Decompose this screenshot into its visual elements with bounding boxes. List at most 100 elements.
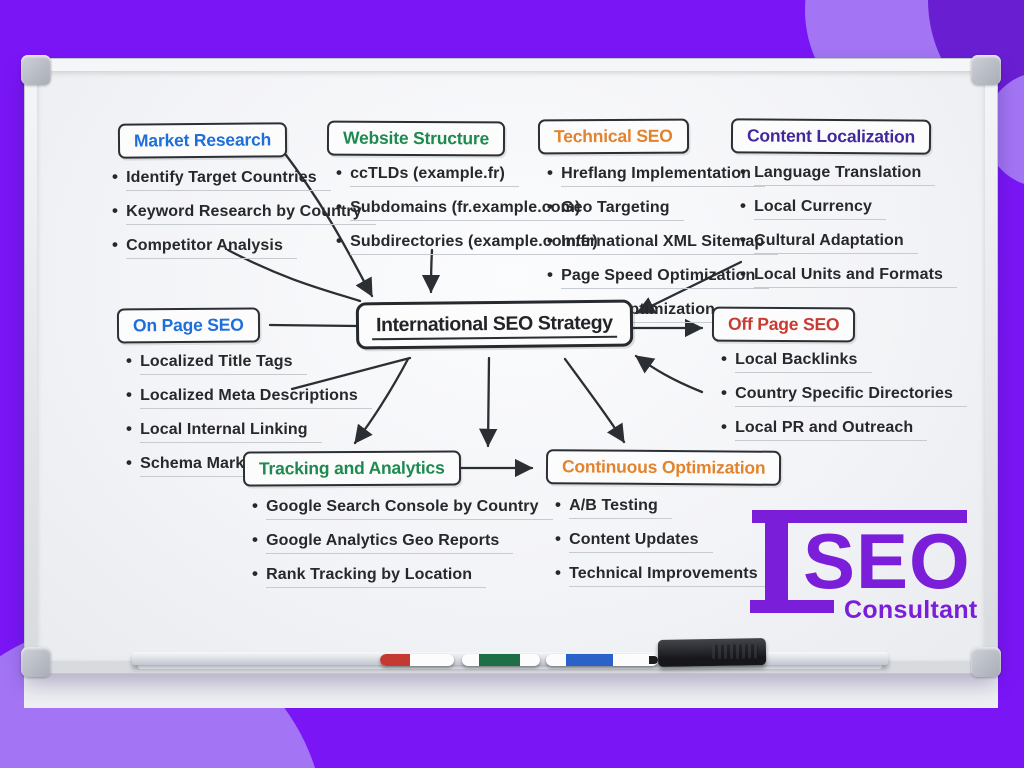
bullet-icon: • <box>721 383 728 402</box>
bullet-icon: • <box>740 162 747 181</box>
list-item: • Content Updates <box>555 530 772 553</box>
bullet-icon: • <box>547 265 554 284</box>
green-marker <box>462 654 540 666</box>
list-off-page-seo: •Local Backlinks•Country Specific Direct… <box>721 350 968 452</box>
list-website-structure: •ccTLDs (example.fr)•Subdomains (fr.exam… <box>336 164 612 266</box>
frame-corner-cap <box>21 55 51 85</box>
bullet-icon: • <box>555 529 562 548</box>
list-item-text: Google Analytics Geo Reports <box>266 532 514 554</box>
list-continuous-optimization: • A/B Testing • Content Updates • Technical I… <box>555 496 772 598</box>
bullet-icon: • <box>336 231 343 250</box>
list-item-text: Subdomains (fr.example.com) <box>350 199 595 221</box>
logo-i-beam-bottom-bar <box>750 600 834 613</box>
bullet-icon: • <box>740 196 747 215</box>
node-technical-seo: Technical SEO <box>537 118 689 155</box>
bullet-icon: • <box>547 163 554 182</box>
list-market-research: • Identify Target Countries •Keyword Resea… <box>112 168 376 270</box>
center-node-title: International SEO Strategy <box>371 311 617 341</box>
list-item-text: Local PR and Outreach <box>735 419 928 441</box>
node-title: Off Page SEO <box>727 313 840 335</box>
list-on-page-seo: •Localized Title Tags•Localized Meta Des… <box>126 352 372 488</box>
list-item-text: Competitor Analysis <box>126 237 297 259</box>
list-tracking-analytics: • Google Search Console by Country • Google… <box>252 497 553 599</box>
list-item: •Keyword Research by Country <box>112 202 376 225</box>
bullet-icon: • <box>547 197 554 216</box>
list-item: •Localized Meta Descriptions <box>126 386 372 409</box>
bullet-icon: • <box>112 201 119 220</box>
bullet-icon: • <box>112 235 119 254</box>
list-item-text: Local Internal Linking <box>140 421 322 443</box>
list-item-text: Schema Markup <box>140 455 279 477</box>
list-item: •Schema Markup <box>126 454 372 477</box>
node-title: Technical SEO <box>553 125 673 147</box>
list-item: •Country Specific Directories <box>721 383 968 407</box>
bullet-icon: • <box>112 167 119 186</box>
blue-marker <box>546 654 658 666</box>
list-item: •Local Units and Formats <box>740 265 958 288</box>
bullet-icon: • <box>740 230 747 249</box>
bullet-icon: • <box>252 496 259 515</box>
list-item: •Page Speed Optimization <box>547 266 778 289</box>
whiteboard-eraser <box>657 638 767 667</box>
list-item-text: Localized Meta Descriptions <box>140 387 372 409</box>
bullet-icon: • <box>336 197 343 216</box>
node-continuous-optimization: Continuous Optimization <box>545 449 782 486</box>
list-item-text: Content Updates <box>569 531 713 553</box>
list-item: • Local Internal Linking <box>126 420 372 443</box>
list-item: • Competitor Analysis <box>112 236 376 259</box>
green-marker-cap <box>479 654 520 666</box>
list-item-text: Rank Tracking by Location <box>266 566 487 588</box>
list-item: • Google Search Console by Country <box>252 497 553 520</box>
red-marker <box>380 654 454 666</box>
list-item-text: Google Search Console by Country <box>266 498 553 520</box>
connector-arrows <box>226 149 743 478</box>
whiteboard-photo: Market Research • Identify Target Countri… <box>21 55 1001 708</box>
list-item-text: Local Backlinks <box>735 351 872 373</box>
list-item: •Subdirectories (example.com/fr) <box>336 232 612 255</box>
bullet-icon: • <box>555 495 562 514</box>
list-item: •Hreflang Implementation <box>547 164 778 187</box>
logo-i-beam-top-bar <box>752 510 967 523</box>
node-title: Continuous Optimization <box>561 456 766 478</box>
list-item-text: Language Translation <box>754 164 936 186</box>
list-item: •Local Backlinks <box>721 350 967 373</box>
list-item: •Subdomains (fr.example.com) <box>336 198 612 221</box>
bullet-icon: • <box>126 351 133 370</box>
bullet-icon: • <box>252 530 259 549</box>
list-content-localization: •Language Translation•Local Currency•Cul… <box>740 163 958 299</box>
bullet-icon: • <box>547 231 554 250</box>
list-item: • Identify Target Countries <box>112 168 376 191</box>
list-item: • Language Translation <box>740 163 957 186</box>
node-on-page-seo: On Page SEO <box>116 307 260 344</box>
list-item-text: Subdirectories (example.com/fr) <box>350 233 612 255</box>
list-item: •International XML Sitemap <box>547 231 779 255</box>
list-item: • Rank Tracking by Location <box>252 565 553 588</box>
node-international-seo-strategy: International SEO Strategy <box>355 299 633 350</box>
logo-subtitle-text: Consultant <box>844 596 978 624</box>
red-marker-cap <box>380 654 410 666</box>
bullet-icon: • <box>721 417 728 436</box>
list-item-text: A/B Testing <box>569 497 672 519</box>
bullet-icon: • <box>336 163 343 182</box>
node-title: On Page SEO <box>132 314 244 336</box>
list-item-text: Hreflang Implementation <box>561 165 765 187</box>
node-content-localization: Content Localization <box>730 118 932 155</box>
frame-corner-cap <box>21 647 51 677</box>
node-website-structure: Website Structure <box>326 120 506 157</box>
list-item-text: Identify Target Countries <box>126 169 331 191</box>
bullet-icon: • <box>555 563 562 582</box>
list-item-text: International XML Sitemap <box>561 233 779 255</box>
list-item: • Localized Title Tags <box>126 352 372 375</box>
node-title: Market Research <box>133 129 272 151</box>
bullet-icon: • <box>252 564 259 583</box>
list-item: • A/B Testing <box>555 496 772 519</box>
node-title: Content Localization <box>746 125 916 147</box>
frame-corner-cap <box>971 647 1001 677</box>
list-item-text: Technical Improvements <box>569 565 772 587</box>
node-market-research: Market Research <box>117 122 288 159</box>
blue-marker-cap <box>566 654 614 666</box>
list-item: • Google Analytics Geo Reports <box>252 531 553 554</box>
list-item-text: Localized Title Tags <box>140 353 307 375</box>
bullet-icon: • <box>126 419 133 438</box>
logo-brand-text: SEO <box>803 517 971 605</box>
